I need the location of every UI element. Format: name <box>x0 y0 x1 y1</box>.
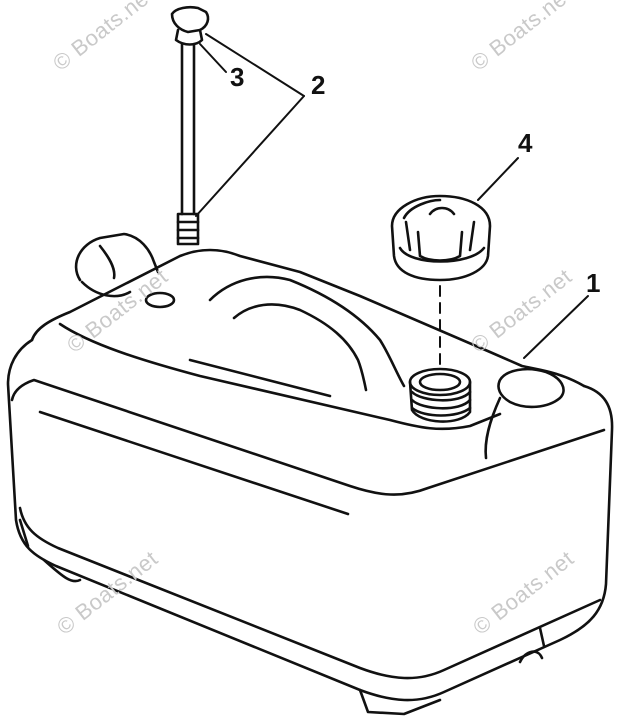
fuel-tank-body <box>6 338 614 716</box>
filler-neck <box>408 367 472 423</box>
tank-top-handle <box>30 232 586 460</box>
callout-4: 4 <box>518 128 533 158</box>
callout-2: 2 <box>311 70 326 100</box>
callout-3: 3 <box>230 62 245 92</box>
fuel-cap <box>390 194 492 282</box>
callout-1: 1 <box>586 268 601 298</box>
fuel-gauge-pickup <box>170 5 210 246</box>
callout-leaders <box>195 33 589 367</box>
